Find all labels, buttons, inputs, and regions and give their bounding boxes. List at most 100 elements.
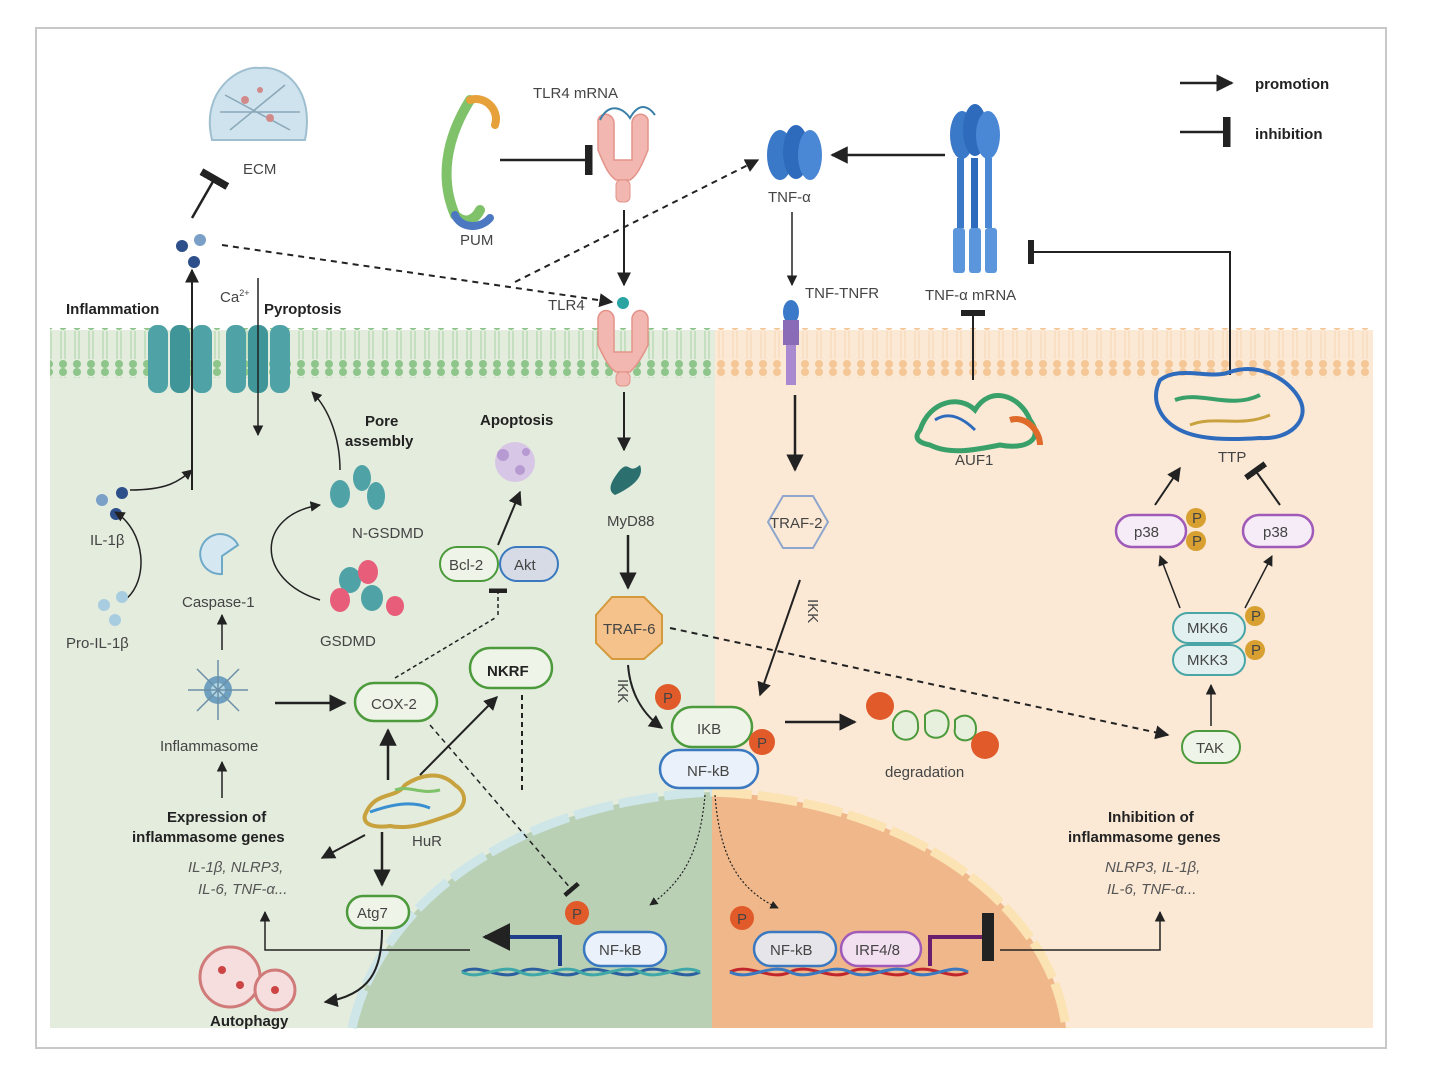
ikk-label-left: IKK — [614, 679, 631, 703]
phospho-label-1: P — [663, 690, 673, 707]
apoptotic-body-icon — [495, 442, 535, 482]
irf-node — [839, 930, 923, 968]
transcription-arrow-left — [482, 923, 562, 966]
inflammasome-label: Inflammasome — [160, 738, 258, 755]
ikb-label: IKB — [697, 721, 721, 738]
nkrf-node — [468, 646, 554, 690]
nuclear-envelope-left — [347, 787, 713, 1029]
p38-right-node — [1241, 513, 1315, 549]
arrow-hur-to-nkrf — [419, 696, 498, 776]
tlr4-receptor-icon — [597, 297, 649, 387]
right-membrane — [715, 328, 1373, 378]
mkk6-node — [1172, 612, 1246, 644]
pro-il1b-label: Pro-IL-1β — [66, 635, 129, 652]
phospho-label-7: P — [1251, 608, 1261, 625]
phospho-label-5: P — [1192, 510, 1202, 527]
ttp-label: TTP — [1218, 449, 1246, 466]
phospho-nuclear-left — [565, 901, 589, 925]
pro-il1b-icon — [98, 591, 128, 626]
nuclear-envelope-right — [711, 787, 1071, 1029]
expression-label-2: inflammasome genes — [132, 829, 285, 846]
bcl2-node — [439, 546, 499, 582]
tak-node — [1181, 730, 1241, 764]
arrow-to-inhibition-genes — [1000, 910, 1166, 951]
nkrf-label: NKRF — [487, 663, 529, 680]
pum-protein-icon — [441, 95, 500, 230]
arrow-nfkb-to-expression — [259, 910, 470, 951]
pyroptosis-label: Pyroptosis — [264, 301, 342, 318]
ttp-protein-icon — [1154, 367, 1305, 442]
arrow-hur-to-genes — [320, 834, 366, 859]
nfkb-nuclear-right-label: NF-kB — [770, 942, 813, 959]
tnf-alpha-mrna-label: TNF-α mRNA — [925, 287, 1016, 304]
phospho-mkk3 — [1245, 640, 1265, 660]
tak-label: TAK — [1196, 740, 1224, 757]
assembly-label: assembly — [345, 433, 414, 450]
akt-label: Akt — [514, 557, 537, 574]
atg7-label: Atg7 — [357, 905, 388, 922]
nfkb-nuclear-left-node — [582, 930, 668, 968]
pum-label: PUM — [460, 232, 493, 249]
nfkb-cyto-label: NF-kB — [687, 763, 730, 780]
arrow-nfkb-into-nucleus-left — [649, 794, 706, 906]
dna-left-strand2 — [461, 967, 701, 977]
arrow-gsdmd-cleavage — [270, 501, 322, 601]
expression-label-1: Expression of — [167, 809, 267, 826]
autophagy-label: Autophagy — [210, 1013, 289, 1030]
phospho-label-3: P — [572, 906, 582, 923]
phospho-p38-1 — [1186, 508, 1206, 528]
gsdmd-label: GSDMD — [320, 633, 376, 650]
ikb-node — [670, 705, 754, 749]
hur-label: HuR — [412, 833, 442, 850]
arrow-nfkb-into-nucleus-right — [714, 794, 779, 909]
mkk6-label: MKK6 — [1187, 620, 1228, 637]
phospho-p38-2 — [1186, 531, 1206, 551]
degradation-icon — [866, 692, 999, 759]
inhibition-genes-1: NLRP3, IL-1β, — [1105, 859, 1200, 876]
expression-genes-2: IL-6, TNF-α... — [198, 881, 287, 898]
auf1-protein-icon — [914, 393, 1043, 454]
caspase1-label: Caspase-1 — [182, 594, 255, 611]
dash-traf6-to-tak — [669, 627, 1170, 740]
arrow-mkk-to-p38-left — [1158, 555, 1181, 609]
transcription-block-right — [928, 913, 994, 966]
gsdmd-icon — [330, 560, 404, 616]
tnf-tnfr-icon — [783, 300, 799, 385]
p38-right-label: p38 — [1263, 524, 1288, 541]
bcl2-label: Bcl-2 — [449, 557, 483, 574]
arrow-mkk-to-p38-right — [1244, 555, 1273, 609]
inflammation-label: Inflammation — [66, 301, 159, 318]
legend-inhibition-label: inhibition — [1255, 126, 1322, 143]
p38-left-label: p38 — [1134, 524, 1159, 541]
ca-label: Ca2+ — [220, 288, 249, 306]
arrow-il1b-up — [129, 469, 193, 491]
cox2-node — [353, 681, 439, 723]
dash-to-tnfa — [514, 159, 760, 283]
phospho-label-4: P — [737, 911, 747, 928]
tnf-tnfr-label: TNF-TNFR — [805, 285, 879, 302]
nfkb-nuclear-left-label: NF-kB — [599, 942, 642, 959]
arrow-to-apoptosis — [497, 490, 522, 546]
phospho-ikb-2 — [749, 729, 775, 755]
phospho-nuclear-right — [730, 906, 754, 930]
tnf-alpha-icon — [767, 125, 822, 180]
irf-label: IRF4/8 — [855, 942, 900, 959]
mkk3-label: MKK3 — [1187, 652, 1228, 669]
apoptosis-label: Apoptosis — [480, 412, 553, 429]
inhibit-p38-to-ttp — [1244, 461, 1281, 506]
phospho-ikb-1 — [655, 684, 681, 710]
arrow-atg7-to-autophagy — [323, 929, 383, 1007]
traf2-node — [766, 495, 830, 549]
il1b-label: IL-1β — [90, 532, 125, 549]
auf1-label: AUF1 — [955, 452, 993, 469]
ikk-label-right: IKK — [804, 599, 821, 623]
n-gsdmd-icon — [330, 465, 385, 510]
arrow-proil1b-to-il1b — [114, 511, 142, 601]
traf2-label: TRAF-2 — [770, 515, 823, 532]
nfkb-nuclear-right-node — [752, 930, 838, 968]
phospho-label-8: P — [1251, 642, 1261, 659]
myd88-label: MyD88 — [607, 513, 655, 530]
inflammasome-icon — [188, 660, 248, 720]
tlr4-label: TLR4 — [548, 297, 585, 314]
nfkb-cyto-node — [658, 748, 760, 790]
